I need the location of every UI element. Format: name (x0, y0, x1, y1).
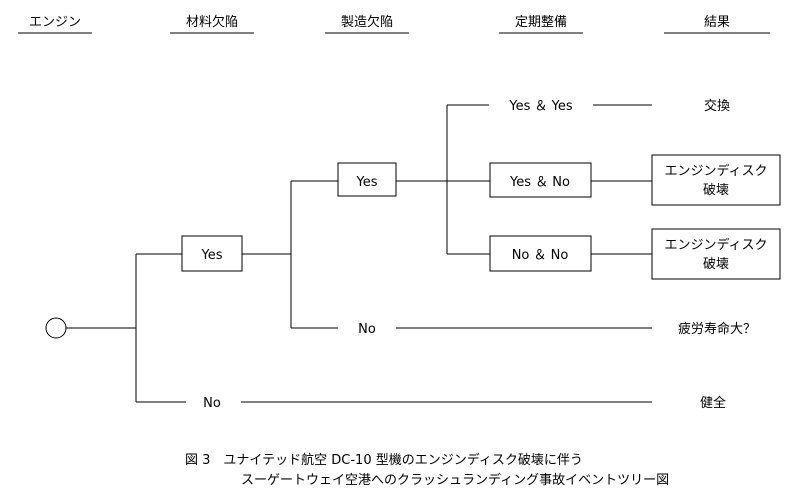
material-no-label: No (203, 396, 221, 411)
start-node (45, 317, 67, 339)
outcome-disk-burst-1-line2: 破壊 (703, 183, 729, 198)
outcome-disk-burst-2-box (651, 228, 781, 280)
mfg-yes-label: Yes (356, 175, 378, 190)
mfg-yes-box (337, 162, 397, 197)
header-engine: エンジン (29, 15, 81, 30)
header-result: 結果 (704, 15, 730, 30)
maint-yes-no-box (489, 162, 592, 198)
maint-yes-yes-label: Yes ＆ Yes (508, 99, 572, 114)
outcome-fatigue: 疲労寿命大？ (678, 321, 756, 337)
maint-no-no-label: No ＆ No (512, 248, 569, 263)
header-scheduled-maintenance: 定期整備 (515, 14, 567, 30)
material-yes-label: Yes (201, 248, 223, 263)
outcome-replace: 交換 (704, 98, 730, 114)
outcome-disk-burst-1-line1: エンジンディスク (664, 163, 767, 179)
figure-caption-line1: 図 3 ユナイテッド航空 DC-10 型機のエンジンディスク破壊に伴う (185, 453, 583, 468)
mfg-no-label: No (358, 322, 376, 337)
header-manufacturing-defect: 製造欠陥 (341, 14, 393, 30)
outcome-disk-burst-1-box (651, 154, 781, 206)
maint-no-no-box (489, 235, 592, 272)
outcome-disk-burst-2-line2: 破壊 (703, 257, 729, 272)
maint-yes-no-label: Yes ＆ No (509, 175, 570, 190)
outcome-sound: 健全 (700, 395, 726, 411)
figure-caption-line2: スーゲートウェイ空港へのクラッシュランディング事故イベントツリー図 (241, 473, 670, 488)
material-yes-box (181, 235, 243, 272)
header-material-defect: 材料欠陥 (186, 14, 238, 30)
outcome-disk-burst-2-line1: エンジンディスク (664, 237, 767, 253)
